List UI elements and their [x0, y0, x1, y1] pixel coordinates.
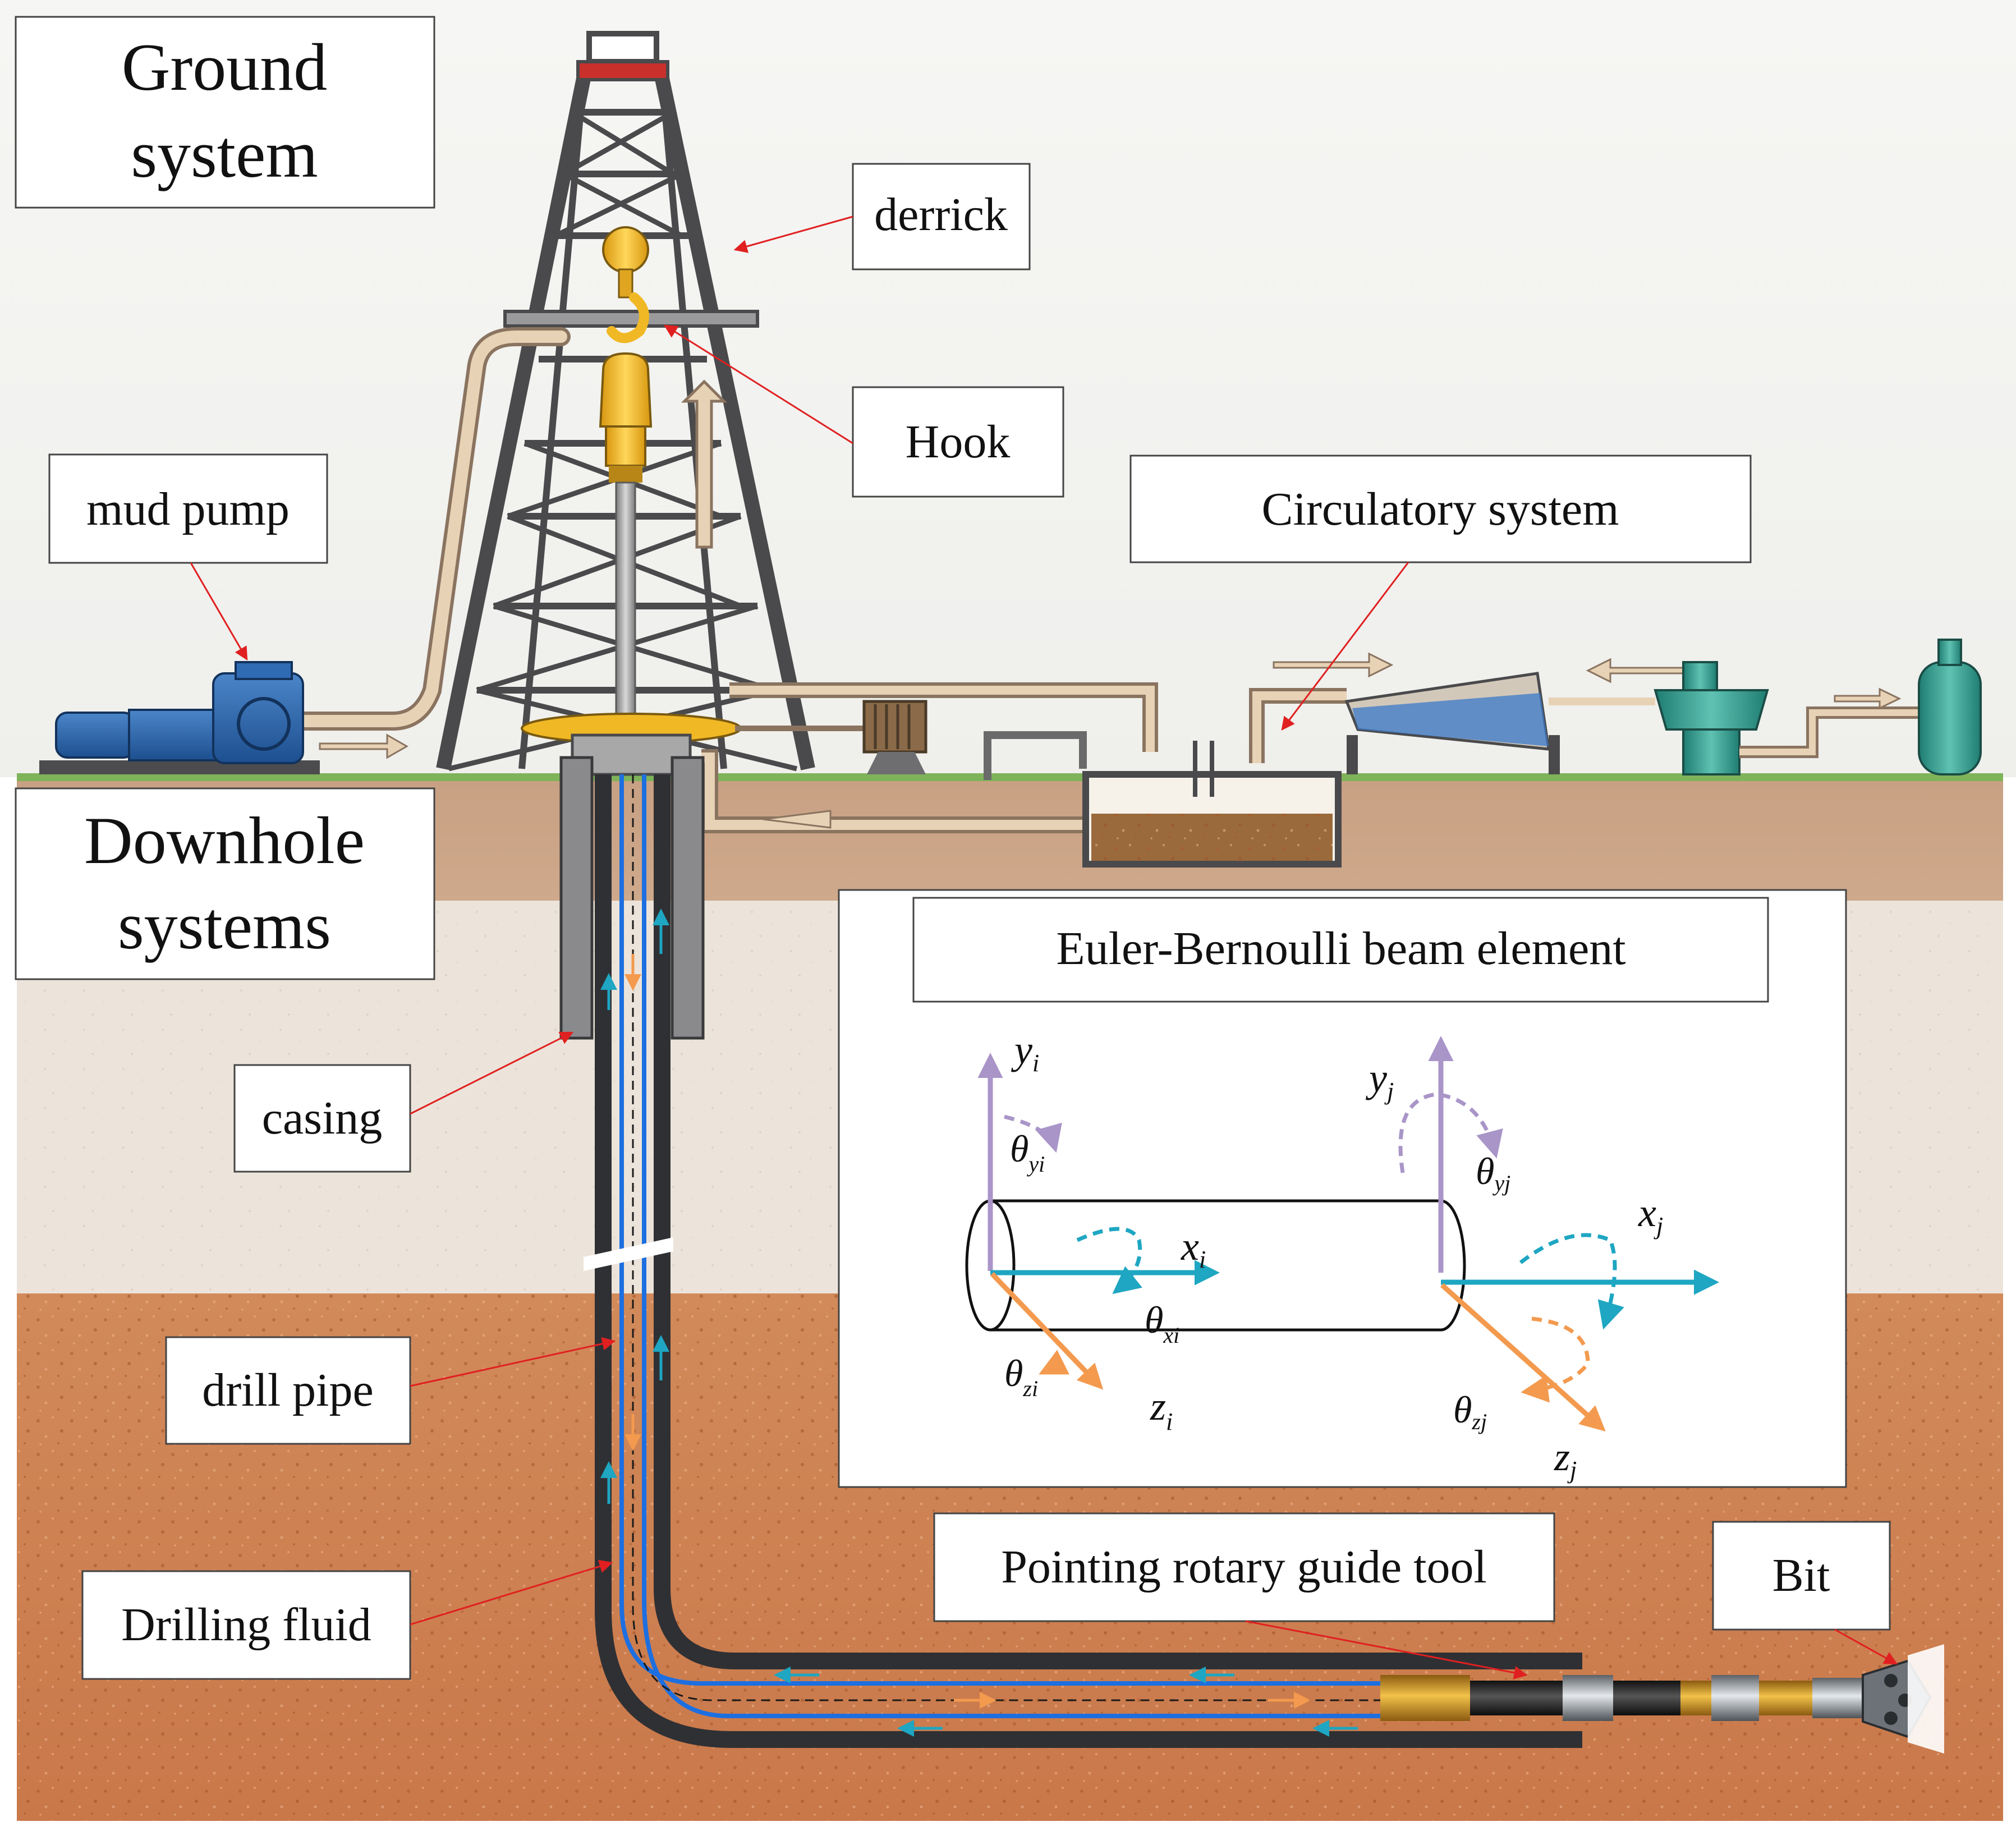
bit-label: Bit	[1772, 1549, 1830, 1601]
mud-pump-callout: mud pump	[48, 453, 328, 661]
mud-pit	[1082, 741, 1342, 868]
hook-assembly	[599, 226, 728, 731]
derrick-callout: derrick	[733, 163, 1031, 270]
bit-callout: Bit	[1712, 1521, 1898, 1665]
downhole-systems-box: Downhole systems	[15, 787, 435, 980]
axis-xj-label: xj	[1638, 1190, 1663, 1240]
ground-system-label-line2: system	[131, 117, 318, 191]
theta-yj-label: θyj	[1476, 1150, 1510, 1196]
casing-callout: casing	[233, 1031, 574, 1173]
pointing-tool-callout: Pointing rotary guide tool	[933, 1512, 1555, 1679]
drill-pipe-label: drill pipe	[202, 1364, 374, 1416]
drill-pipe-callout: drill pipe	[165, 1336, 616, 1445]
theta-zj-label: θzj	[1453, 1388, 1487, 1434]
break-marks	[584, 1237, 673, 1271]
beam-panel-title: Euler-Bernoulli beam element	[1056, 923, 1625, 975]
wellbore-walls	[595, 774, 1582, 1748]
downhole-systems-label-line2: systems	[118, 888, 331, 963]
pointing-tool-label: Pointing rotary guide tool	[1001, 1541, 1487, 1593]
axis-zi-label: zi	[1150, 1384, 1173, 1435]
theta-yi-label: θyi	[1010, 1127, 1045, 1177]
casing	[559, 756, 705, 1040]
mud-pump-label: mud pump	[86, 483, 290, 535]
theta-xi-label: θxi	[1145, 1298, 1179, 1348]
solids-control-equipment	[1273, 639, 1982, 775]
standpipe-hose	[293, 327, 571, 731]
derrick-label: derrick	[874, 189, 1008, 241]
casing-label: casing	[262, 1092, 383, 1144]
axis-yj-label: yj	[1365, 1056, 1394, 1105]
beam-element-panel: Euler-Bernoulli beam element	[838, 889, 1847, 1488]
downhole-systems-label-line1: Downhole	[84, 803, 365, 878]
hook-label: Hook	[906, 416, 1011, 468]
ground-system-box: Ground system	[15, 16, 435, 209]
rotary-table	[521, 700, 927, 776]
flow-arrows	[600, 908, 1358, 1737]
drill-bit	[1862, 1644, 1944, 1754]
axis-xi-label: xi	[1181, 1224, 1206, 1273]
pointing-rotary-guide-tool	[1380, 1675, 1863, 1721]
theta-zi-label: θzi	[1004, 1352, 1038, 1401]
axis-zj-label: zj	[1554, 1434, 1577, 1484]
axis-yi-label: yi	[1011, 1027, 1039, 1077]
node-j-axes	[1398, 1036, 1719, 1432]
drill-pipe-lines	[619, 774, 1392, 1718]
beam-cylinder	[965, 1199, 1466, 1332]
hook-callout: Hook	[663, 324, 1064, 498]
drilling-fluid-callout: Drilling fluid	[81, 1559, 613, 1680]
mud-return-line	[701, 682, 1347, 833]
circulatory-system-label: Circulatory system	[1262, 483, 1619, 535]
node-i-axes	[977, 1053, 1220, 1390]
circulatory-system-callout: Circulatory system	[1129, 455, 1752, 731]
drilling-fluid-label: Drilling fluid	[121, 1599, 371, 1651]
mud-pump	[39, 661, 409, 774]
ground-system-label-line1: Ground	[122, 30, 328, 104]
